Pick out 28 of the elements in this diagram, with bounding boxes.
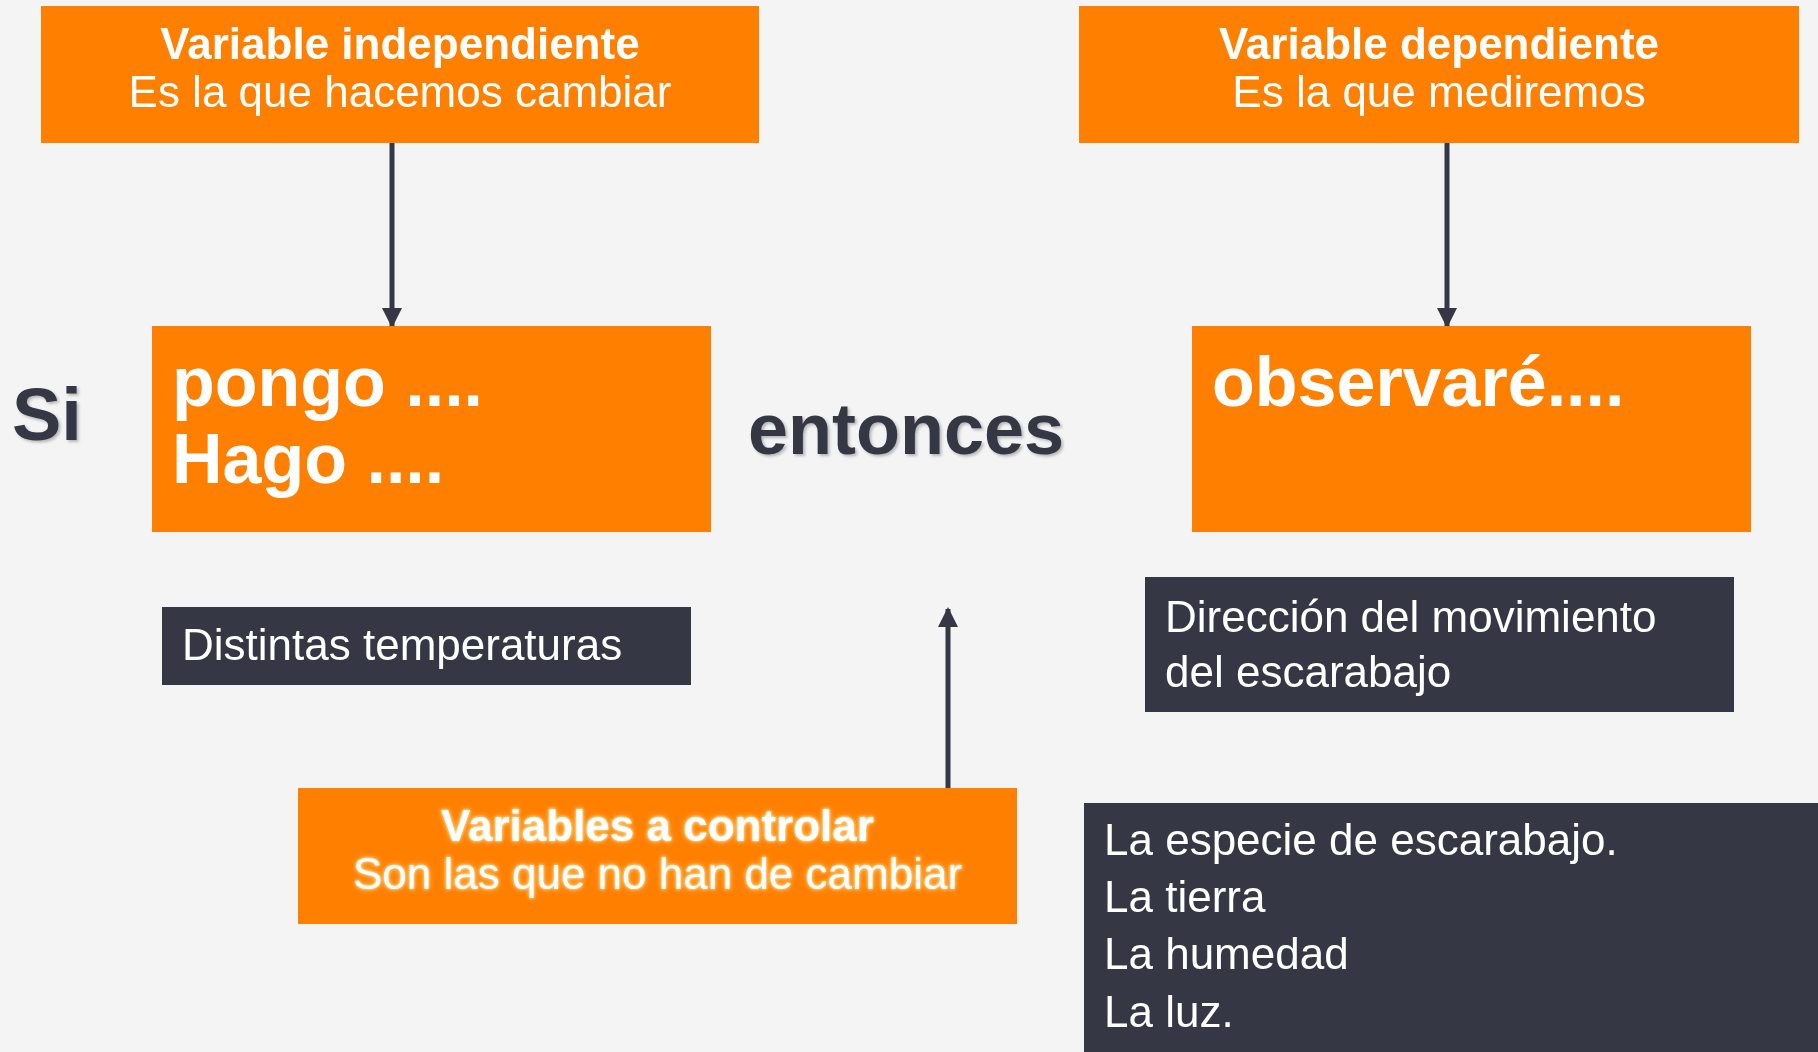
description: Son las que no han de cambiar xyxy=(351,850,964,899)
heading-text: Si xyxy=(12,372,82,457)
text-box xyxy=(1192,326,1751,532)
text-box xyxy=(162,607,691,685)
text-box xyxy=(1079,6,1799,143)
list-item: La tierra xyxy=(1104,871,1267,924)
heading: Variable independiente xyxy=(159,20,641,69)
box-text: pongo .... xyxy=(172,344,485,421)
list-item: La especie de escarabajo. xyxy=(1104,814,1619,866)
text-box xyxy=(1145,577,1734,712)
arrow xyxy=(382,143,402,328)
description: Es la que hacemos cambiar xyxy=(127,68,673,117)
heading: Variable dependiente xyxy=(1217,20,1661,69)
list-item: La luz. xyxy=(1104,985,1235,1038)
list-item: La humedad xyxy=(1104,928,1350,981)
arrow xyxy=(1437,143,1457,328)
arrow xyxy=(938,607,958,788)
box-text: Dirección del movimiento del escarabajo xyxy=(1165,591,1658,698)
heading: Variables a controlar xyxy=(440,802,875,851)
description: Es la que mediremos xyxy=(1231,68,1646,117)
text-box xyxy=(152,326,711,532)
text-box xyxy=(41,6,759,143)
box-text: Hago .... xyxy=(172,421,446,498)
box-text: observaré.... xyxy=(1212,344,1626,421)
list-box xyxy=(1084,803,1818,1052)
heading-text: entonces xyxy=(748,388,1065,470)
box-text: Distintas temperaturas xyxy=(182,621,624,670)
text-box xyxy=(298,788,1017,924)
